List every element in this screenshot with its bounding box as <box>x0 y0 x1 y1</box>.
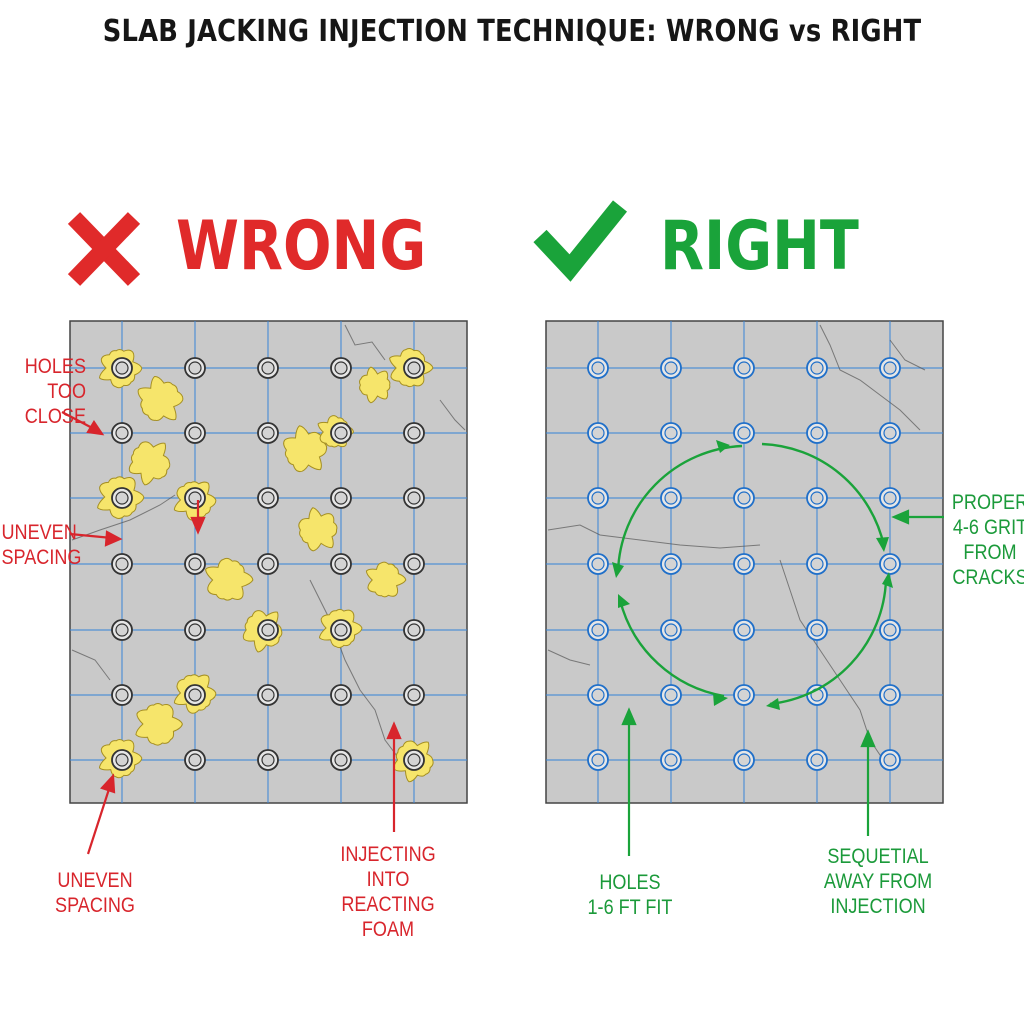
right-hole-inner <box>664 557 678 571</box>
right-hole-inner <box>810 623 824 637</box>
label-holes-too-close: HOLES TOO CLOSE <box>24 355 86 428</box>
wrong-hole-inner <box>407 361 421 375</box>
label-proper-grid: PROPER 4-6 GRIT FROM CRACKS <box>951 491 1024 589</box>
right-hole-inner <box>737 688 751 702</box>
page-title: SLAB JACKING INJECTION TECHNIQUE: WRONG … <box>102 14 922 49</box>
wrong-hole-inner <box>407 623 421 637</box>
wrong-hole-inner <box>407 688 421 702</box>
right-hole-inner <box>591 688 605 702</box>
right-callout-arrows <box>621 509 944 856</box>
x-mark-icon <box>67 212 141 286</box>
right-hole-inner <box>883 491 897 505</box>
right-hole-inner <box>664 753 678 767</box>
right-hole-inner <box>737 361 751 375</box>
sequence-arrowheads <box>612 440 893 710</box>
right-hole-inner <box>810 557 824 571</box>
wrong-hole-inner <box>261 557 275 571</box>
wrong-hole-inner <box>407 753 421 767</box>
label-uneven-spacing-left: UNEVEN SPACING <box>1 521 82 569</box>
wrong-hole-inner <box>261 491 275 505</box>
right-hole-inner <box>737 426 751 440</box>
right-hole-inner <box>883 688 897 702</box>
right-hole-inner <box>810 753 824 767</box>
right-hole-inner <box>591 426 605 440</box>
right-hole-inner <box>737 491 751 505</box>
right-hole-inner <box>591 623 605 637</box>
right-hole-inner <box>664 688 678 702</box>
wrong-hole-inner <box>261 623 275 637</box>
foam-blob <box>128 441 171 486</box>
foam-blob <box>135 703 183 746</box>
foam-blob <box>283 425 328 473</box>
wrong-hole-inner <box>407 491 421 505</box>
foam-blob <box>359 366 391 404</box>
wrong-hole-inner <box>188 623 202 637</box>
right-hole-inner <box>810 491 824 505</box>
label-sequential: SEQUETIAL AWAY FROM INJECTION <box>823 845 933 918</box>
right-hole-inner <box>810 361 824 375</box>
wrong-hole-inner <box>261 426 275 440</box>
right-hole-inner <box>591 361 605 375</box>
wrong-hole-inner <box>188 361 202 375</box>
wrong-hole-inner <box>407 557 421 571</box>
foam-blob <box>365 561 407 598</box>
wrong-hole-inner <box>334 557 348 571</box>
right-hole-inner <box>664 361 678 375</box>
right-hole-inner <box>810 426 824 440</box>
wrong-hole-inner <box>188 753 202 767</box>
wrong-hole-inner <box>115 491 129 505</box>
wrong-hole-inner <box>115 753 129 767</box>
wrong-hole-inner <box>334 623 348 637</box>
right-hole-inner <box>591 753 605 767</box>
label-uneven-spacing-bottom: UNEVEN SPACING <box>55 869 135 917</box>
wrong-hole-inner <box>115 623 129 637</box>
right-hole-inner <box>737 753 751 767</box>
right-heading: RIGHT <box>660 207 859 286</box>
right-hole-inner <box>664 426 678 440</box>
right-hole-inner <box>591 557 605 571</box>
right-hole-inner <box>737 623 751 637</box>
wrong-hole-inner <box>115 688 129 702</box>
wrong-slab-panel <box>69 320 468 804</box>
wrong-hole-inner <box>334 491 348 505</box>
wrong-hole-inner <box>334 688 348 702</box>
wrong-hole-inner <box>261 361 275 375</box>
wrong-hole-inner <box>334 753 348 767</box>
label-injecting-into-reacting-foam: INJECTING INTO REACTING FOAM <box>340 843 436 941</box>
right-hole-inner <box>664 623 678 637</box>
wrong-hole-inner <box>334 426 348 440</box>
right-hole-inner <box>883 426 897 440</box>
right-hole-inner <box>883 557 897 571</box>
foam-blob <box>205 557 254 601</box>
sequence-circle-arrows <box>616 442 888 706</box>
foam-blob <box>298 507 338 552</box>
wrong-hole-inner <box>188 557 202 571</box>
check-mark-icon <box>533 200 628 282</box>
right-hole-inner <box>883 623 897 637</box>
wrong-hole-inner <box>261 688 275 702</box>
right-hole-inner <box>737 557 751 571</box>
foam-blob <box>137 375 184 421</box>
wrong-hole-inner <box>115 426 129 440</box>
wrong-hole-inner <box>334 361 348 375</box>
right-slab-panel <box>545 320 944 804</box>
wrong-callout-arrows <box>61 411 402 855</box>
wrong-hole-inner <box>188 426 202 440</box>
wrong-hole-inner <box>188 688 202 702</box>
wrong-hole-inner <box>261 753 275 767</box>
wrong-hole-inner <box>407 426 421 440</box>
right-hole-inner <box>664 491 678 505</box>
wrong-hole-inner <box>188 491 202 505</box>
right-injection-holes <box>587 357 901 771</box>
right-hole-inner <box>883 361 897 375</box>
right-hole-inner <box>883 753 897 767</box>
label-holes-fit: HOLES 1-6 FT FIT <box>587 871 673 919</box>
wrong-hole-inner <box>115 361 129 375</box>
wrong-heading: WRONG <box>176 207 427 286</box>
right-hole-inner <box>591 491 605 505</box>
wrong-hole-inner <box>115 557 129 571</box>
